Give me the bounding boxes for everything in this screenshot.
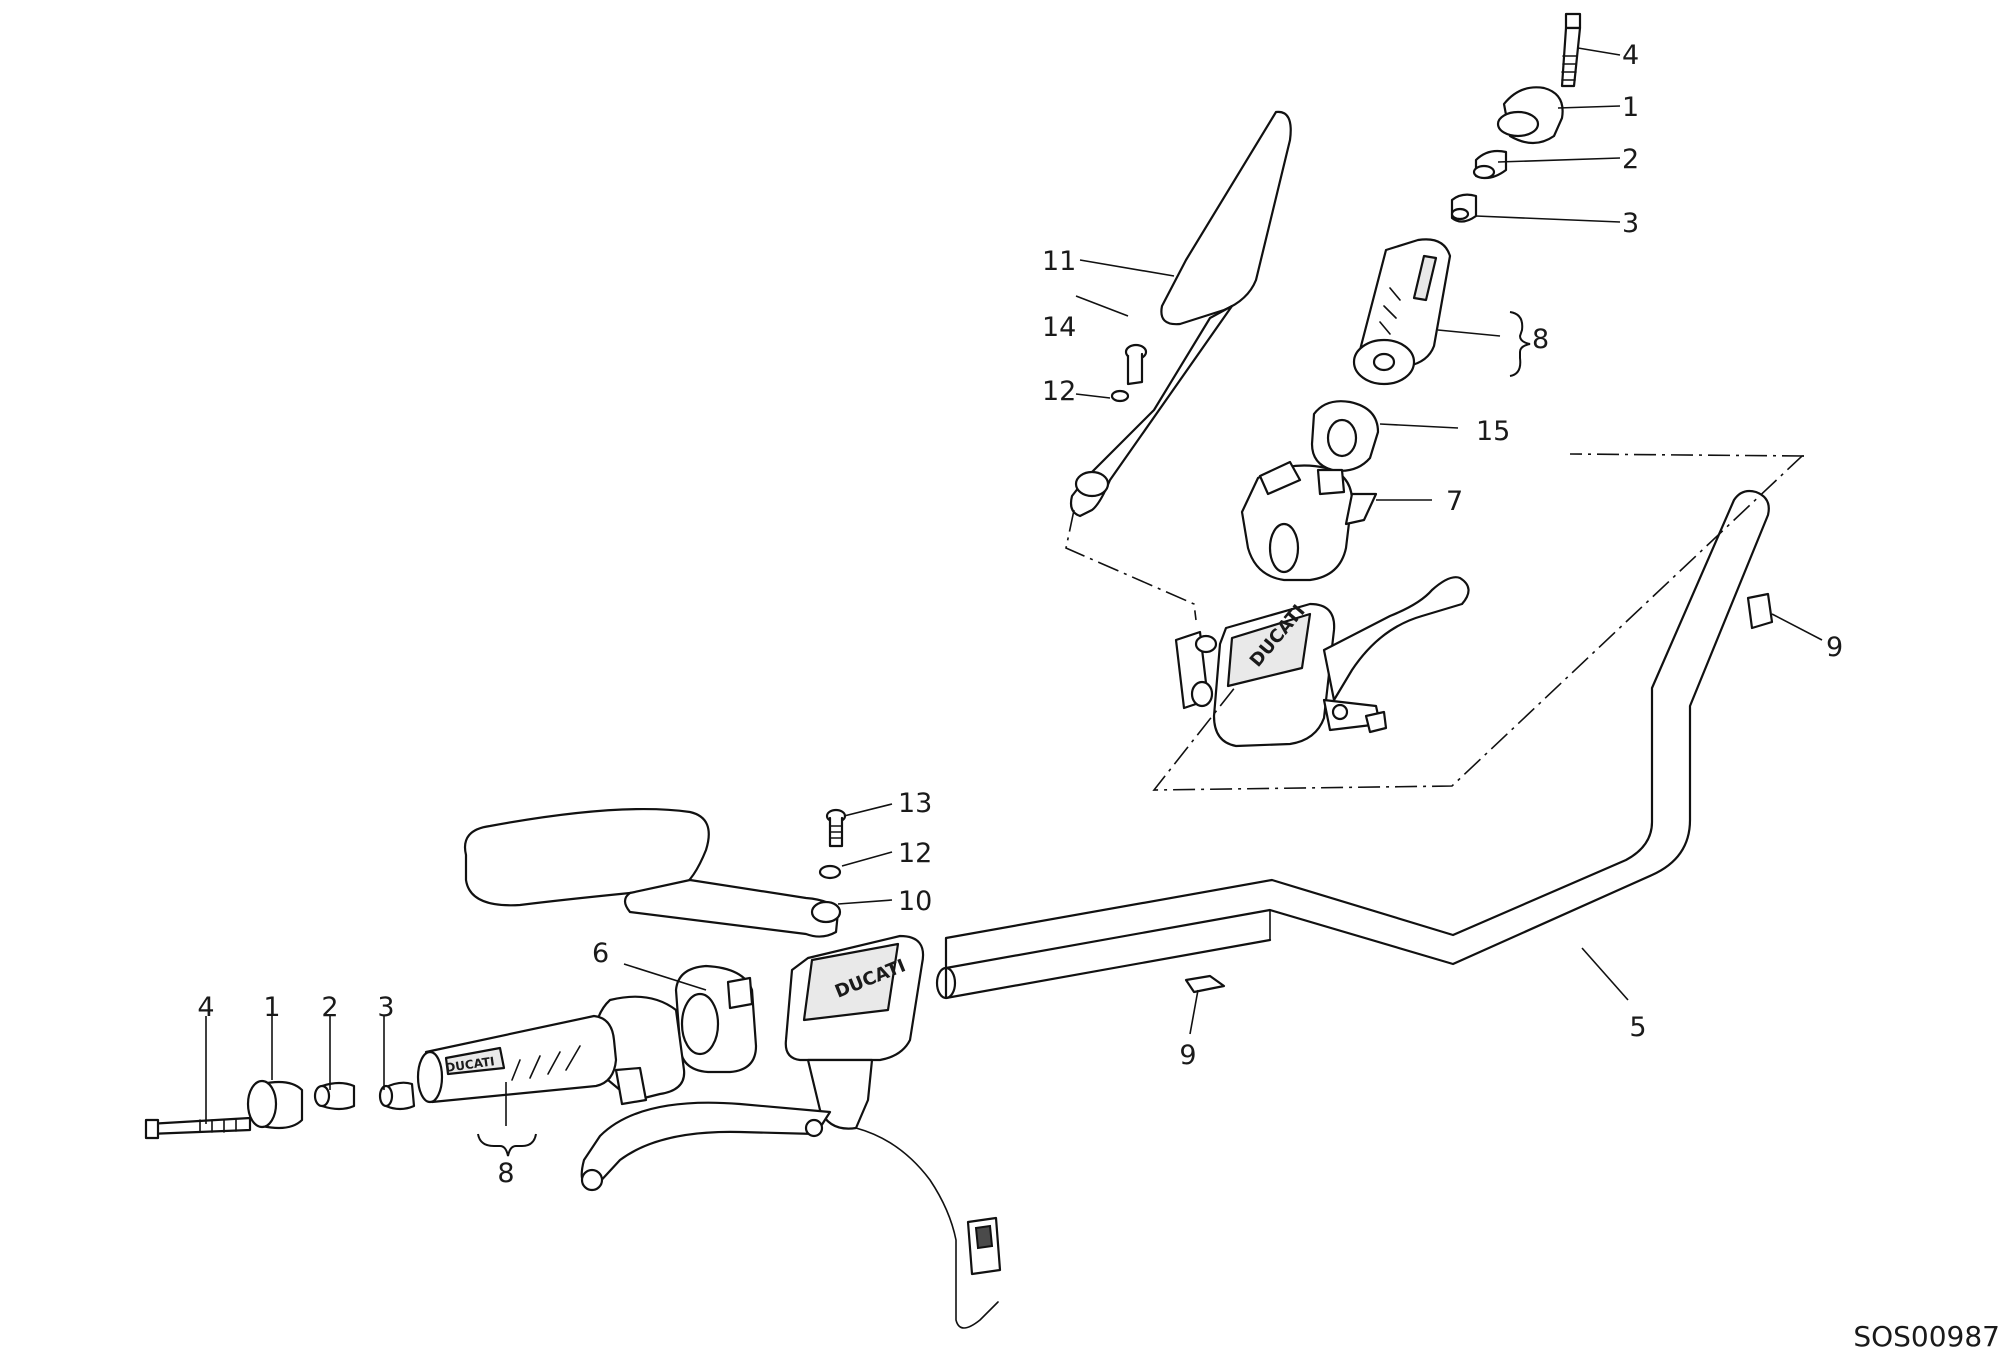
label-14: 14 (1042, 312, 1076, 343)
screw-13 (825, 808, 847, 848)
label-4-bottom: 4 (197, 992, 214, 1023)
washer-12-top (1110, 389, 1130, 403)
bar-end-bottom (144, 1079, 416, 1140)
label-5: 5 (1629, 1012, 1646, 1043)
clip-9-right (1746, 592, 1774, 630)
label-9-right: 9 (1826, 632, 1843, 663)
label-8-top: 8 (1532, 324, 1549, 355)
throttle-15 (1310, 400, 1380, 472)
label-12-top: 12 (1042, 376, 1076, 407)
switch-housing-left (592, 995, 686, 1106)
label-7: 7 (1446, 486, 1463, 517)
label-12-mid: 12 (898, 838, 932, 869)
brake-master-cylinder: DUCATI (580, 934, 1002, 1329)
washer-12-mid (818, 864, 842, 880)
label-2-bottom: 2 (321, 992, 338, 1023)
label-1-top: 1 (1622, 92, 1639, 123)
callout-labels: 4 1 2 3 8 15 7 11 14 12 9 13 12 10 6 4 1… (197, 40, 1843, 1189)
brace-top-8 (1509, 311, 1531, 377)
clip-9-bar (1184, 974, 1226, 994)
label-9-bottom: 9 (1179, 1040, 1196, 1071)
switch-7 (1240, 460, 1378, 582)
label-4-top: 4 (1622, 40, 1639, 71)
label-13: 13 (898, 788, 932, 819)
label-11: 11 (1042, 246, 1076, 277)
svg-text:DUCATI: DUCATI (444, 1054, 495, 1075)
clutch-master-cylinder: DUCATI (1174, 576, 1470, 748)
label-15: 15 (1476, 416, 1510, 447)
label-1-bottom: 1 (263, 992, 280, 1023)
grip-8-top (1352, 238, 1452, 386)
leader-lines (205, 47, 1823, 1126)
label-6: 6 (592, 938, 609, 969)
bolt-4-top (1560, 12, 1582, 88)
label-3-bottom: 3 (377, 992, 394, 1023)
switch-6 (674, 964, 758, 1074)
mirror-outline (1065, 509, 1197, 621)
label-10: 10 (898, 886, 932, 917)
handlebar (935, 489, 1770, 1000)
assembly-outline-top (1569, 453, 1805, 457)
drawing-code: SOS00987 (1853, 1320, 2000, 1353)
brace-bottom-8 (477, 1133, 537, 1157)
screw-14 (1124, 343, 1148, 386)
label-3-top: 3 (1622, 208, 1639, 239)
mirror-right (1069, 110, 1292, 518)
grip-8-bottom: DUCATI (416, 1014, 618, 1104)
bar-end-top (1450, 86, 1564, 223)
mirror-left (463, 807, 842, 938)
label-2-top: 2 (1622, 144, 1639, 175)
label-8-bottom: 8 (497, 1158, 514, 1189)
